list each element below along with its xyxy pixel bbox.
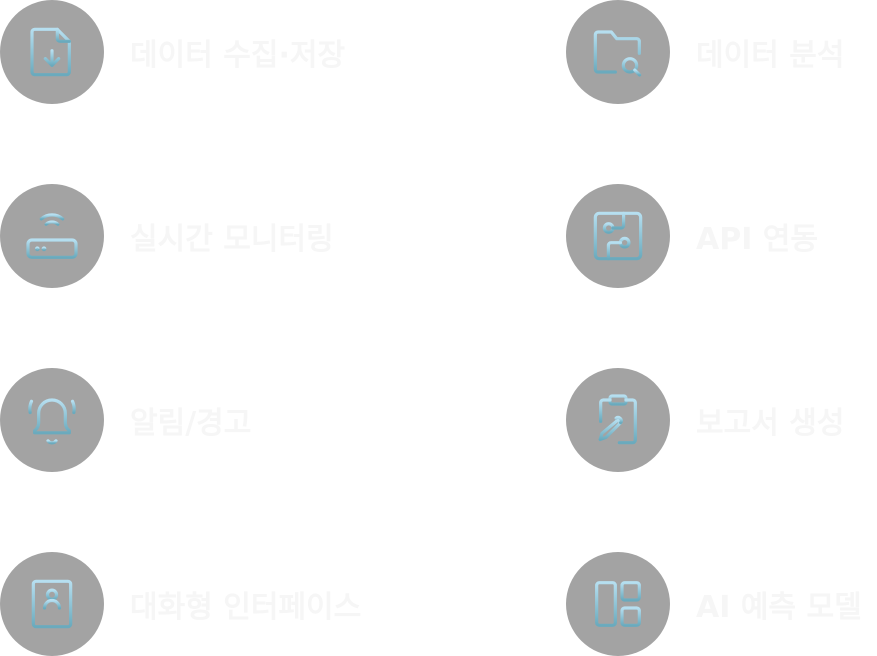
feature-label: 실시간 모니터링 — [130, 222, 334, 257]
feature-data-analysis[interactable]: 데이터 분석 — [566, 0, 877, 104]
feature-data-collection[interactable]: 데이터 수집·저장 — [0, 0, 345, 104]
feature-ai-prediction[interactable]: AI 예측 모델 — [566, 552, 877, 656]
folder-search-icon — [593, 30, 642, 77]
file-download-icon — [30, 27, 71, 77]
contact-book-icon — [31, 579, 73, 629]
feature-label: 데이터 분석 — [696, 38, 845, 73]
feature-label: AI 예측 모델 — [696, 590, 862, 625]
feature-label: 대화형 인터페이스 — [130, 590, 362, 625]
feature-icon-circle — [566, 0, 670, 104]
feature-report-generation[interactable]: 보고서 생성 — [566, 368, 877, 472]
feature-icon-circle — [566, 368, 670, 472]
feature-realtime-monitoring[interactable]: 실시간 모니터링 — [0, 184, 334, 288]
feature-label: 보고서 생성 — [696, 406, 845, 441]
circuit-board-icon — [593, 211, 643, 261]
feature-alerts[interactable]: 알림/경고 — [0, 368, 330, 472]
feature-icon-circle — [0, 368, 104, 472]
feature-icon-circle — [0, 552, 104, 656]
feature-label: API 연동 — [696, 222, 819, 257]
feature-api-integration[interactable]: API 연동 — [566, 184, 877, 288]
feature-icon-circle — [0, 0, 104, 104]
feature-label: 데이터 수집·저장 — [130, 38, 346, 73]
bell-ringing-icon — [28, 398, 76, 445]
feature-label: 알림/경고 — [130, 406, 252, 441]
router-wifi-icon — [26, 213, 78, 259]
feature-icon-circle — [566, 184, 670, 288]
feature-icon-circle — [566, 552, 670, 656]
clipboard-pen-icon — [598, 394, 637, 445]
feature-conversational-interface[interactable]: 대화형 인터페이스 — [0, 552, 361, 656]
layout-panels-icon — [595, 581, 641, 627]
feature-icon-circle — [0, 184, 104, 288]
